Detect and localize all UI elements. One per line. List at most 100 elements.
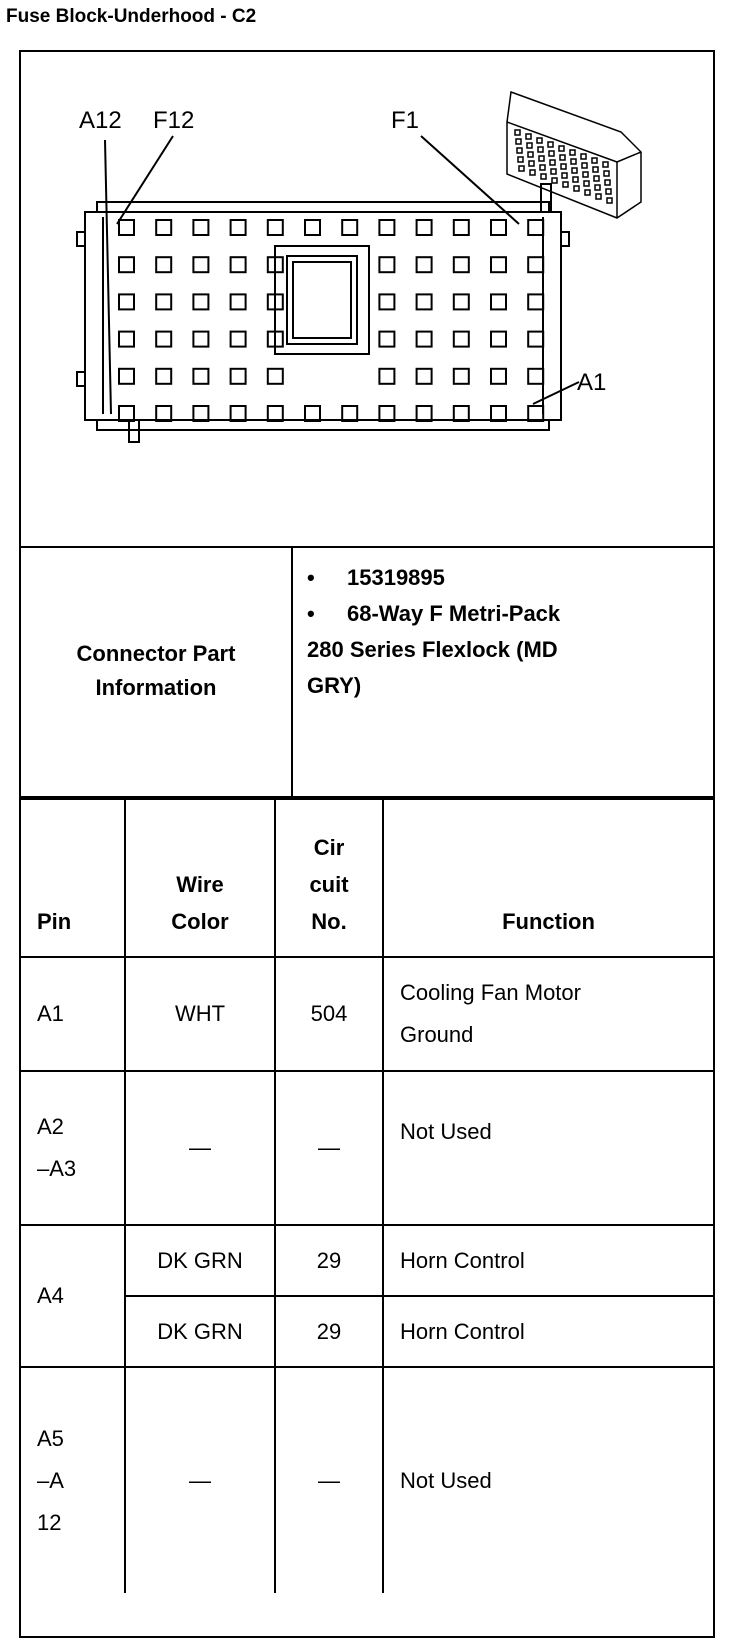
iso-cavity: [561, 172, 568, 179]
terminal-cavity: [118, 256, 135, 274]
part-number-item: •15319895: [307, 565, 445, 590]
housing-outline: [84, 211, 562, 421]
table-row: A2–A3 — — Not Used: [21, 1070, 713, 1226]
terminal-cavity: [155, 256, 173, 274]
terminal-cavity: [527, 219, 545, 236]
circuit-cell: 29: [274, 1224, 384, 1297]
wire-color-cell: —: [124, 1366, 276, 1593]
iso-cavity: [518, 165, 525, 172]
iso-cavity: [562, 181, 569, 188]
terminal-cavity: [415, 405, 433, 422]
iso-cavity: [560, 163, 567, 170]
iso-cavity: [558, 145, 565, 152]
iso-cavity: [515, 138, 522, 145]
terminal-cavity: [490, 367, 507, 385]
terminal-cavity: [304, 405, 321, 422]
iso-cavity: [604, 179, 611, 186]
iso-cavity: [570, 158, 577, 165]
pin-cell: A2–A3: [21, 1070, 126, 1226]
terminal-cavity: [192, 367, 210, 385]
terminal-cavity: [229, 256, 247, 274]
terminal-cavity: [415, 256, 433, 274]
table-row: DK GRN 29 Horn Control: [21, 1295, 713, 1368]
header-pin: Pin: [21, 798, 126, 958]
pin-cell: A1: [21, 956, 126, 1072]
iso-cavity: [591, 157, 598, 164]
iso-cavity: [583, 180, 590, 187]
terminal-cavity: [527, 256, 545, 274]
circuit-cell: —: [274, 1070, 384, 1226]
iso-cavity: [547, 141, 554, 148]
terminal-cavity: [229, 330, 247, 348]
iso-cavity: [548, 150, 555, 157]
terminal-cavity: [266, 405, 284, 422]
terminal-cavity: [155, 405, 173, 422]
iso-cavity: [528, 160, 535, 167]
terminal-cavity: [527, 330, 545, 348]
terminal-cavity: [415, 219, 433, 236]
terminal-cavity: [192, 405, 210, 422]
wire-color-cell: WHT: [124, 956, 276, 1072]
iso-cavity: [514, 129, 521, 136]
terminal-cavity: [229, 219, 247, 236]
terminal-cavity: [378, 367, 396, 385]
terminal-cavity: [490, 405, 507, 422]
document-title: Fuse Block-Underhood - C2: [6, 6, 257, 27]
label-f1: F1: [391, 107, 419, 134]
terminal-cavity: [415, 367, 433, 385]
terminal-cavity: [527, 405, 545, 422]
terminal-cavity: [229, 405, 247, 422]
iso-cavity: [569, 149, 576, 156]
function-cell: Horn Control: [382, 1295, 713, 1368]
terminal-cavity: [266, 367, 284, 385]
iso-cavity: [584, 189, 591, 196]
iso-cavity: [538, 155, 545, 162]
iso-cavity: [537, 146, 544, 153]
terminal-cavity: [452, 330, 470, 348]
terminal-cavity: [490, 293, 507, 311]
iso-cavity: [593, 175, 600, 182]
iso-cavity: [516, 147, 523, 154]
label-f12: F12: [153, 107, 194, 134]
terminal-cavity: [378, 330, 396, 348]
iso-cavity: [527, 151, 534, 158]
iso-cavity: [540, 173, 547, 180]
connector-part-info-label: Connector Part Information: [21, 546, 293, 796]
terminal-cavity: [118, 293, 135, 311]
terminal-cavity: [452, 293, 470, 311]
terminal-cavity: [155, 367, 173, 385]
iso-cavity: [606, 197, 613, 204]
iso-cavity: [551, 177, 558, 184]
iso-cavity: [602, 161, 609, 168]
iso-cavity: [603, 170, 610, 177]
iso-cavity: [581, 162, 588, 169]
iso-cavity: [582, 171, 589, 178]
iso-cavity: [594, 184, 601, 191]
iso-cavity: [592, 166, 599, 173]
terminal-cavity: [118, 367, 135, 385]
wire-color-cell: —: [124, 1070, 276, 1226]
iso-cavity: [529, 169, 536, 176]
function-cell: Not Used: [382, 1070, 713, 1226]
wire-color-cell: DK GRN: [124, 1224, 276, 1297]
header-function: Function: [382, 798, 713, 958]
iso-cavity: [559, 154, 566, 161]
iso-cavity: [595, 193, 602, 200]
terminal-cavity: [266, 330, 284, 348]
iso-cavity: [572, 176, 579, 183]
iso-cavity: [536, 137, 543, 144]
connector-sheet: A12 F12 F1 A1 Connector Part Information…: [19, 50, 715, 1638]
terminal-cavity: [490, 330, 507, 348]
terminal-cavity: [229, 367, 247, 385]
label-a12: A12: [79, 107, 122, 134]
connector-isometric-icon: [506, 90, 642, 219]
iso-cavity: [525, 133, 532, 140]
terminal-cavity: [341, 405, 359, 422]
table-row: A4 DK GRN 29 Horn Control: [21, 1224, 713, 1368]
terminal-cavity: [192, 293, 210, 311]
